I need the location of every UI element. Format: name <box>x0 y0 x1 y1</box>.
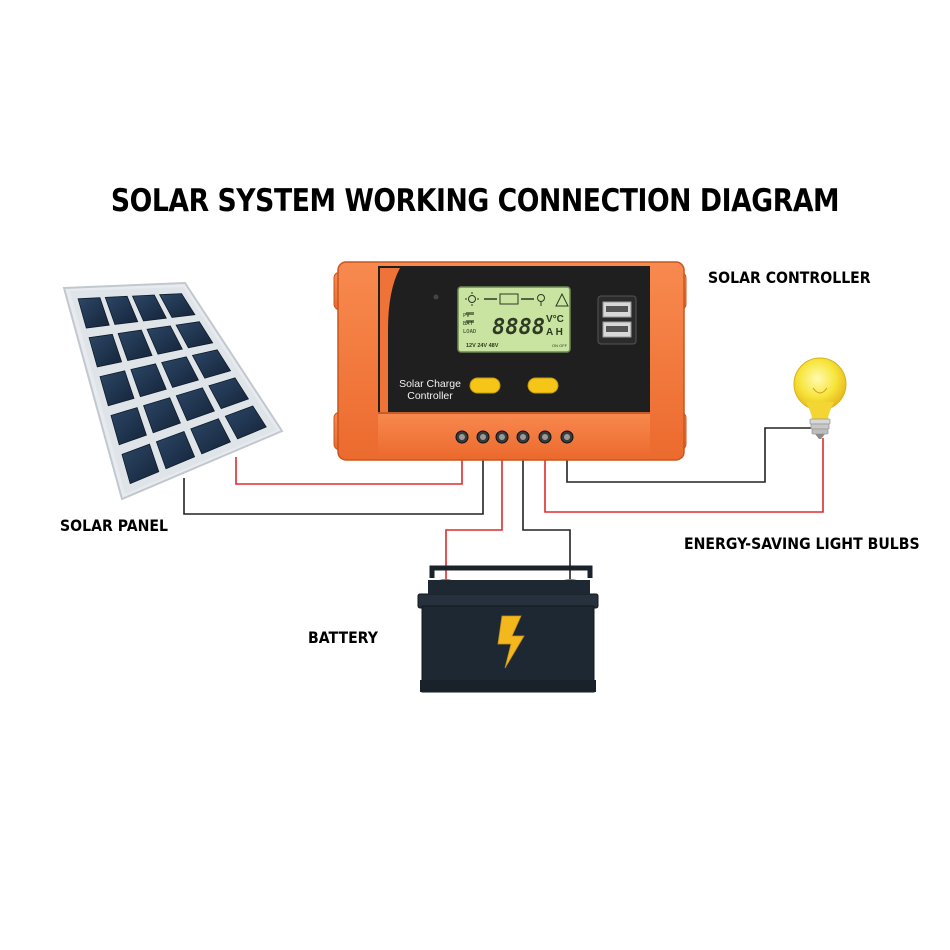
solar-cell <box>121 443 160 485</box>
label-solar-controller: SOLAR CONTROLLER <box>708 268 871 287</box>
controller-caption-line1: Solar Charge <box>399 378 461 390</box>
lcd-display: PV BAT LOAD 8888 V°C A H 12V 24V 48V ON … <box>457 286 571 353</box>
label-solar-panel: SOLAR PANEL <box>60 516 169 535</box>
terminal-screw-head <box>542 434 548 440</box>
solar-cell <box>224 405 267 440</box>
lcd-unit-top: V°C <box>546 314 564 325</box>
solar-cell <box>159 293 196 318</box>
solar-cell <box>131 294 167 322</box>
usb-port-icon <box>597 295 637 345</box>
wires <box>183 427 824 584</box>
lcd-bulb-icon <box>537 294 545 306</box>
solar-cell <box>161 356 199 388</box>
controller-button-right[interactable] <box>527 377 559 394</box>
wire-battery-negative <box>522 440 571 584</box>
lcd-row-pv: PV <box>463 313 470 319</box>
wire-panel-positive <box>235 440 463 485</box>
label-light-bulbs: ENERGY-SAVING LIGHT BULBS <box>684 534 920 553</box>
solar-cell <box>143 397 181 434</box>
label-battery: BATTERY <box>308 628 378 647</box>
solar-cell <box>88 333 123 368</box>
solar-cell <box>117 329 153 361</box>
wire-panel-negative <box>183 440 484 515</box>
light-bulb-icon <box>793 357 847 439</box>
controller-caption-line2: Controller <box>407 390 453 402</box>
lightning-bolt-icon <box>497 615 525 669</box>
solar-panel-icon <box>62 281 284 501</box>
controller-terminals <box>455 430 574 444</box>
solar-cell <box>99 370 135 407</box>
terminal-screw-head <box>480 434 486 440</box>
wire-load-negative <box>566 427 812 483</box>
solar-cell <box>104 295 139 325</box>
battery-icon <box>417 565 599 693</box>
lcd-battery-icon <box>499 293 519 305</box>
solar-cell <box>190 418 231 455</box>
solar-cell <box>130 363 167 398</box>
solar-cell <box>77 297 110 329</box>
lcd-sun-icon <box>465 292 479 306</box>
lcd-unit-bottom: A H <box>546 327 563 338</box>
controller-button-left[interactable] <box>469 377 501 394</box>
solar-cell <box>175 387 215 422</box>
charge-controller-icon: PV BAT LOAD 8888 V°C A H 12V 24V 48V ON … <box>333 261 687 461</box>
lcd-digits: 8888 <box>492 315 545 340</box>
solar-cell <box>110 407 147 446</box>
solar-cell <box>208 377 250 410</box>
lcd-onoff: ON OFF <box>552 343 568 348</box>
panel-cells <box>77 293 267 485</box>
solar-cell <box>175 321 214 349</box>
terminal-screw-head <box>459 434 465 440</box>
lcd-warning-icon <box>555 292 569 307</box>
solar-cell <box>155 430 196 470</box>
solar-cell <box>191 349 232 379</box>
lcd-row-load: LOAD <box>463 329 476 335</box>
lcd-voltages: 12V 24V 48V <box>466 343 499 349</box>
terminal-screw-head <box>520 434 526 440</box>
diagram-title: SOLAR SYSTEM WORKING CONNECTION DIAGRAM <box>110 183 840 219</box>
wire-load-positive <box>544 438 824 513</box>
lcd-row-bat: BAT <box>463 321 474 327</box>
solar-cell <box>146 325 183 355</box>
wire-battery-positive <box>445 440 503 584</box>
terminal-screw-head <box>499 434 505 440</box>
terminal-screw-head <box>564 434 570 440</box>
